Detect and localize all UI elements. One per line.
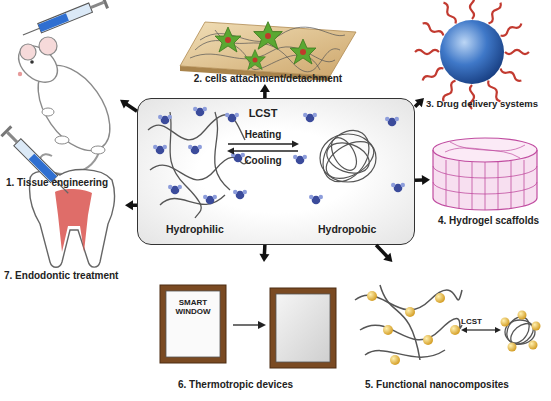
application-title: 5. Functional nanocomposites (365, 379, 509, 391)
cooling-label: Cooling (218, 155, 308, 167)
state-label: Hydrophilic (166, 223, 224, 235)
connector-line (415, 178, 423, 182)
application-title: 3. Drug delivery systems (426, 99, 538, 110)
connector-arrow (415, 98, 424, 107)
application-panel: 4. Hydrogel scaffolds (430, 135, 545, 230)
application-panel: 7. Endodontic treatment (0, 140, 125, 285)
arrow-head (125, 200, 133, 210)
connector-arrow (376, 245, 392, 262)
arrow-head (383, 253, 392, 262)
lcst-transition-box: LCST HeatingCoolingHydrophilic Hydropobic (137, 98, 415, 245)
connector-arrow (120, 100, 137, 111)
connector-line (415, 103, 419, 107)
application-panel: 6. Thermotropic devices SMART WINDOW (150, 262, 340, 397)
water-molecules (153, 107, 405, 205)
connector-arrow (259, 245, 269, 262)
application-panel: 3. Drug delivery systems (424, 5, 551, 117)
connector-line (263, 245, 267, 255)
connector-line (132, 204, 137, 208)
arrow-head (422, 175, 430, 185)
micelle-drawing (415, 0, 529, 109)
application-title: 1. Tissue engineering (6, 177, 108, 189)
connector-arrow (260, 84, 270, 98)
connector-arrow (415, 175, 430, 185)
lcst-label: LCST (218, 107, 308, 120)
tooth-drawing (0, 125, 114, 267)
nanocomposite-drawing (355, 285, 541, 365)
application-panel: 1. Tissue engineering (0, 0, 120, 192)
arrow-head (415, 98, 424, 107)
application-panel: 2. cells attachment/detachment (178, 10, 358, 84)
mouse-drawing (12, 37, 125, 174)
arrow-head (260, 84, 270, 92)
application-title: 4. Hydrogel scaffolds (438, 215, 539, 227)
state-label: Hydropobic (318, 223, 376, 235)
collapsed-coil (314, 122, 380, 191)
cell-sheet (180, 22, 356, 81)
application-title: 7. Endodontic treatment (4, 270, 118, 282)
arrow-head (120, 100, 129, 109)
connector-line (126, 104, 137, 111)
heating-cooling-arrows (227, 141, 299, 155)
application-title: 6. Thermotropic devices (178, 379, 293, 391)
lcst-label: LCST (461, 317, 482, 326)
connector-line (376, 245, 387, 257)
heating-label: Heating (218, 129, 308, 141)
window-sign: SMART WINDOW (168, 298, 218, 316)
connector-arrow (125, 200, 137, 210)
connector-line (263, 91, 267, 98)
application-title: 2. cells attachment/detachment (178, 73, 358, 85)
application-panel: 5. Functional nanocomposites LCST (345, 262, 551, 397)
hydrogel-cylinder (433, 138, 537, 210)
arrow-head (259, 254, 269, 262)
syringe-drawing (20, 0, 109, 41)
polymer-chains (148, 112, 248, 218)
window-drawing (160, 285, 336, 368)
